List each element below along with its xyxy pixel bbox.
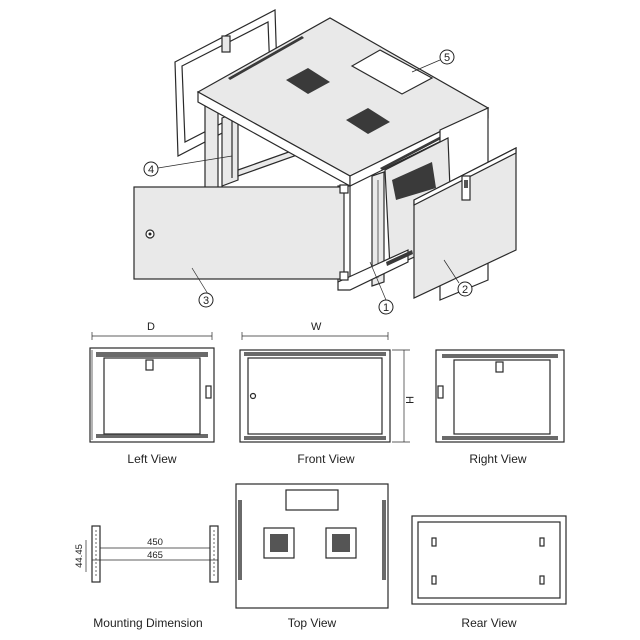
right-view: Right View: [435, 349, 565, 466]
dim-depth-label: D: [147, 321, 155, 333]
svg-text:2: 2: [462, 284, 468, 296]
side-door: [413, 147, 517, 299]
front-door: [133, 184, 349, 281]
top-panel: [196, 17, 490, 188]
front-view: W H Front View: [239, 321, 415, 466]
top-view: Top View: [235, 483, 389, 630]
unit-height: 44.45: [74, 544, 85, 568]
rear-view-caption: Rear View: [461, 616, 516, 630]
fan-vent-1: [286, 68, 330, 94]
rear-view: Rear View: [411, 515, 567, 630]
fan-vent-2: [346, 108, 390, 134]
top-view-caption: Top View: [288, 616, 337, 630]
svg-text:5: 5: [444, 52, 450, 64]
dim-width-label: W: [311, 321, 322, 333]
svg-text:1: 1: [383, 302, 389, 314]
mounting-caption: Mounting Dimension: [93, 616, 202, 630]
top-view-fan-1: [263, 527, 295, 559]
left-view: D Left View: [89, 321, 215, 466]
callout-3: 3: [191, 267, 214, 308]
top-view-window: [285, 489, 339, 511]
right-view-caption: Right View: [469, 452, 526, 466]
front-view-caption: Front View: [297, 452, 354, 466]
callout-2: 2: [443, 259, 473, 297]
rail-inner-width: 450: [147, 537, 163, 548]
mounting-dimension: 450 465 44.45 Mounting Dimension: [74, 525, 219, 630]
top-window: [350, 49, 434, 95]
callout-1: 1: [369, 261, 394, 315]
top-view-fan-2: [325, 527, 357, 559]
door-latch-rear: [221, 35, 231, 53]
dim-height-label: H: [403, 396, 415, 404]
svg-text:4: 4: [148, 164, 154, 176]
isometric-view: 1 2 3 4 5: [133, 9, 517, 315]
svg-text:3: 3: [203, 295, 209, 307]
callout-5: 5: [411, 49, 455, 73]
left-view-caption: Left View: [127, 452, 176, 466]
callout-4: 4: [143, 155, 233, 177]
front-lock-icon: [249, 392, 257, 400]
rail-outer-width: 465: [147, 550, 163, 561]
